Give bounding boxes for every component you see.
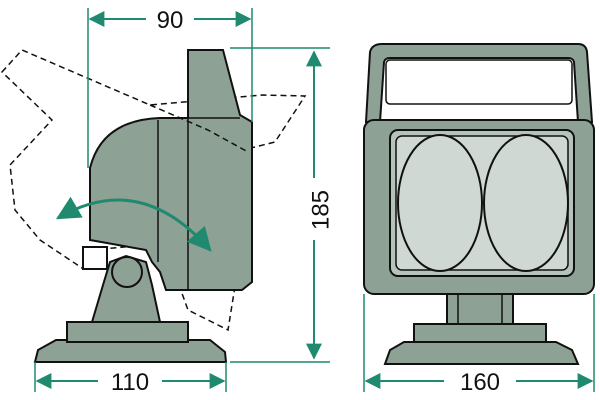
dim-160-label: 160 [460, 369, 500, 396]
side-bracket-clamp [82, 246, 108, 270]
side-housing [89, 49, 253, 291]
front-lens-left [397, 134, 483, 272]
side-pivot-knob [111, 256, 143, 288]
side-view [0, 49, 307, 363]
side-base-foot [33, 339, 228, 363]
side-dimensions: 90 185 110 [34, 7, 334, 396]
front-base-foot [383, 341, 580, 365]
dim-110-label: 110 [111, 369, 149, 396]
dim-90-label: 90 [157, 7, 184, 34]
side-base-block [66, 321, 189, 343]
curved-double-arrow-icon [55, 196, 212, 252]
dim-185-label: 185 [307, 190, 334, 230]
front-dimensions: 160 [363, 294, 595, 396]
front-view [363, 43, 595, 365]
front-handle-opening [385, 59, 573, 105]
ghost-overlap-dash [149, 104, 249, 153]
rotated-ghost-outline [0, 49, 307, 332]
front-neck [446, 293, 514, 327]
front-lens-right [483, 134, 569, 272]
